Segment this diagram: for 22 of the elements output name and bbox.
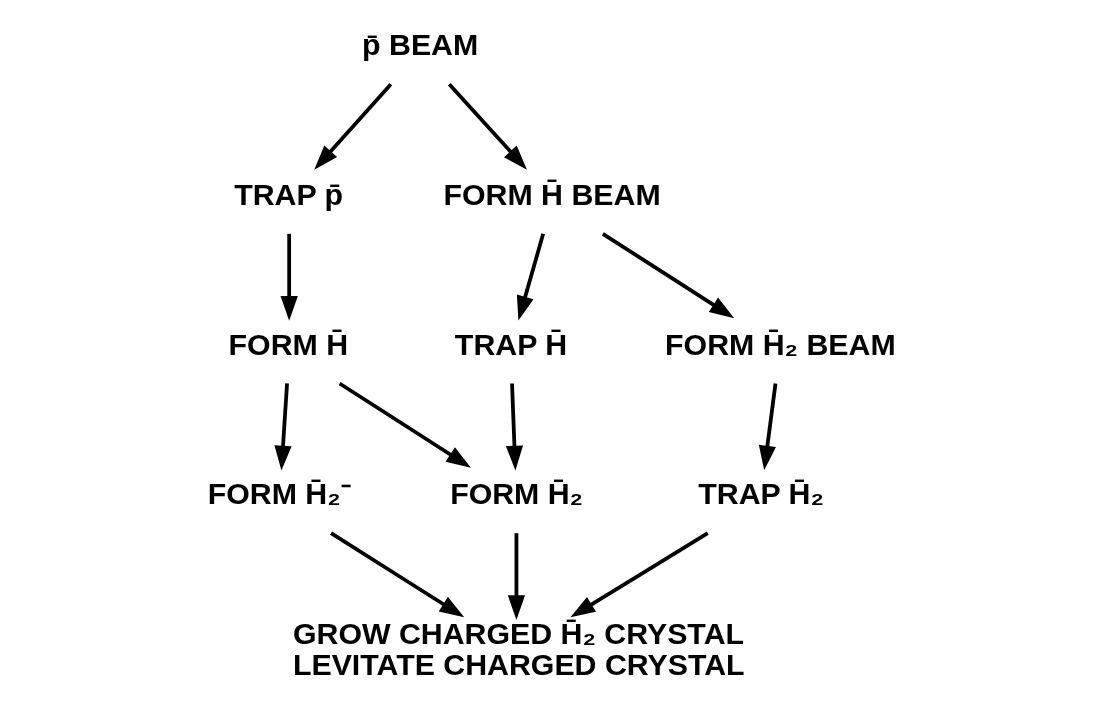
node-text: FORM H̄₂⁻ — [207, 477, 351, 511]
arrow — [338, 381, 471, 468]
node-text: TRAP H̄ — [454, 327, 568, 361]
arrow — [314, 82, 393, 170]
arrow — [601, 232, 735, 319]
arrow — [447, 82, 527, 170]
node-text: p̄ BEAM — [362, 28, 479, 62]
arrow — [274, 383, 292, 471]
node-text: TRAP p̄ — [234, 177, 344, 211]
arrow — [507, 533, 526, 620]
node-text: FORM H̄ BEAM — [443, 177, 661, 211]
arrow — [516, 233, 545, 321]
arrow — [505, 383, 524, 471]
node-text: GROW CHARGED H̄₂ CRYSTAL LEVITATE CHARGED CRYSTAL — [292, 617, 745, 681]
node-text: FORM H̄₂ BEAM — [665, 327, 896, 361]
arrow — [330, 531, 465, 618]
node-text: TRAP H̄₂ — [698, 477, 824, 511]
arrow — [280, 233, 298, 321]
node-text: FORM H̄ — [228, 327, 349, 361]
arrow — [570, 531, 709, 618]
arrow — [758, 383, 778, 471]
node-text: FORM H̄₂ — [450, 477, 584, 511]
